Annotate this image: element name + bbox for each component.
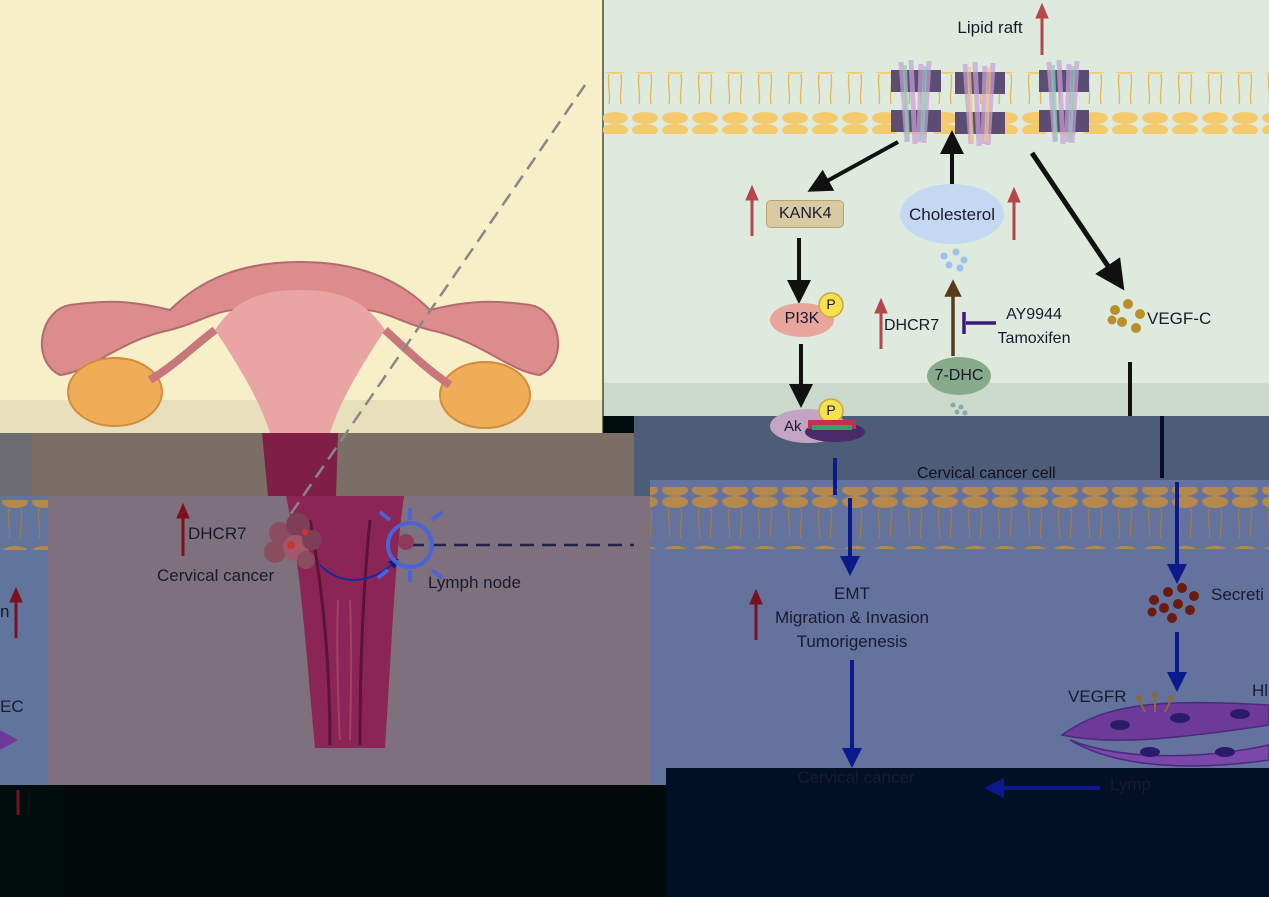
pi3k-label: PI3K (784, 310, 820, 327)
arrow-raft-to-vegfc (1029, 151, 1125, 291)
dhcr7-label: DHCR7 (884, 317, 940, 334)
lipid-raft-proteins (891, 59, 1089, 147)
emt-label: EMT (834, 584, 870, 603)
pi3k-shape (770, 303, 834, 337)
7dhc-droplets (950, 402, 968, 416)
pi3k-p-label: P (826, 296, 836, 312)
cholesterol-label: Cholesterol (909, 205, 995, 224)
lymph-partial-label: Lymp (1110, 775, 1151, 794)
plasma-membrane-cell (650, 487, 1269, 549)
cervical-cancer-bottom-label: Cervical cancer (797, 768, 915, 787)
vegfr-label: VEGFR (1068, 687, 1127, 706)
left-edge-n-label: n (0, 602, 10, 621)
up-arrows-dark (9, 502, 763, 815)
tumorigenesis-label: Tumorigenesis (796, 632, 908, 651)
left-edge-ec-label: EC (0, 697, 24, 716)
secreted-particles (1147, 583, 1199, 623)
cervical-cancer-cell-label: Cervical cancer cell (917, 465, 1056, 482)
cervical-cancer-label: Cervical cancer (157, 566, 275, 585)
uterus-illustration (41, 260, 559, 748)
7dhc-label: 7-DHC (934, 367, 984, 384)
migration-label: Migration & Invasion (774, 608, 930, 627)
arrow-raft-to-kank4 (807, 140, 899, 192)
akt-p-label: P (826, 402, 836, 418)
vegfc-label: VEGF-C (1147, 309, 1212, 328)
akt-label: Ak (784, 418, 802, 435)
secretion-label: Secreti (1211, 585, 1264, 604)
tamoxifen-label: Tamoxifen (997, 330, 1071, 347)
dhcr7-left-label: DHCR7 (188, 524, 247, 543)
hlec-label: Hl (1252, 681, 1269, 700)
tumor-cluster (264, 513, 322, 569)
pi3k-phospho-dot (818, 292, 844, 318)
7dhc-shape (927, 357, 991, 395)
vegfc-particles (1107, 299, 1145, 333)
hlec-cells (0, 692, 1269, 767)
ay9944-label: AY9944 (1006, 306, 1062, 323)
kank4-box: KANK4 (766, 200, 845, 228)
cholesterol-bubble (900, 184, 1004, 244)
lymph-node-icon (376, 508, 444, 582)
lipid-raft-label: Lipid raft (957, 18, 1023, 37)
up-arrows-red (745, 2, 1049, 349)
metastasis-arrow (319, 558, 399, 581)
cholesterol-droplets (940, 248, 968, 272)
lymph-node-label: Lymph node (428, 573, 521, 592)
